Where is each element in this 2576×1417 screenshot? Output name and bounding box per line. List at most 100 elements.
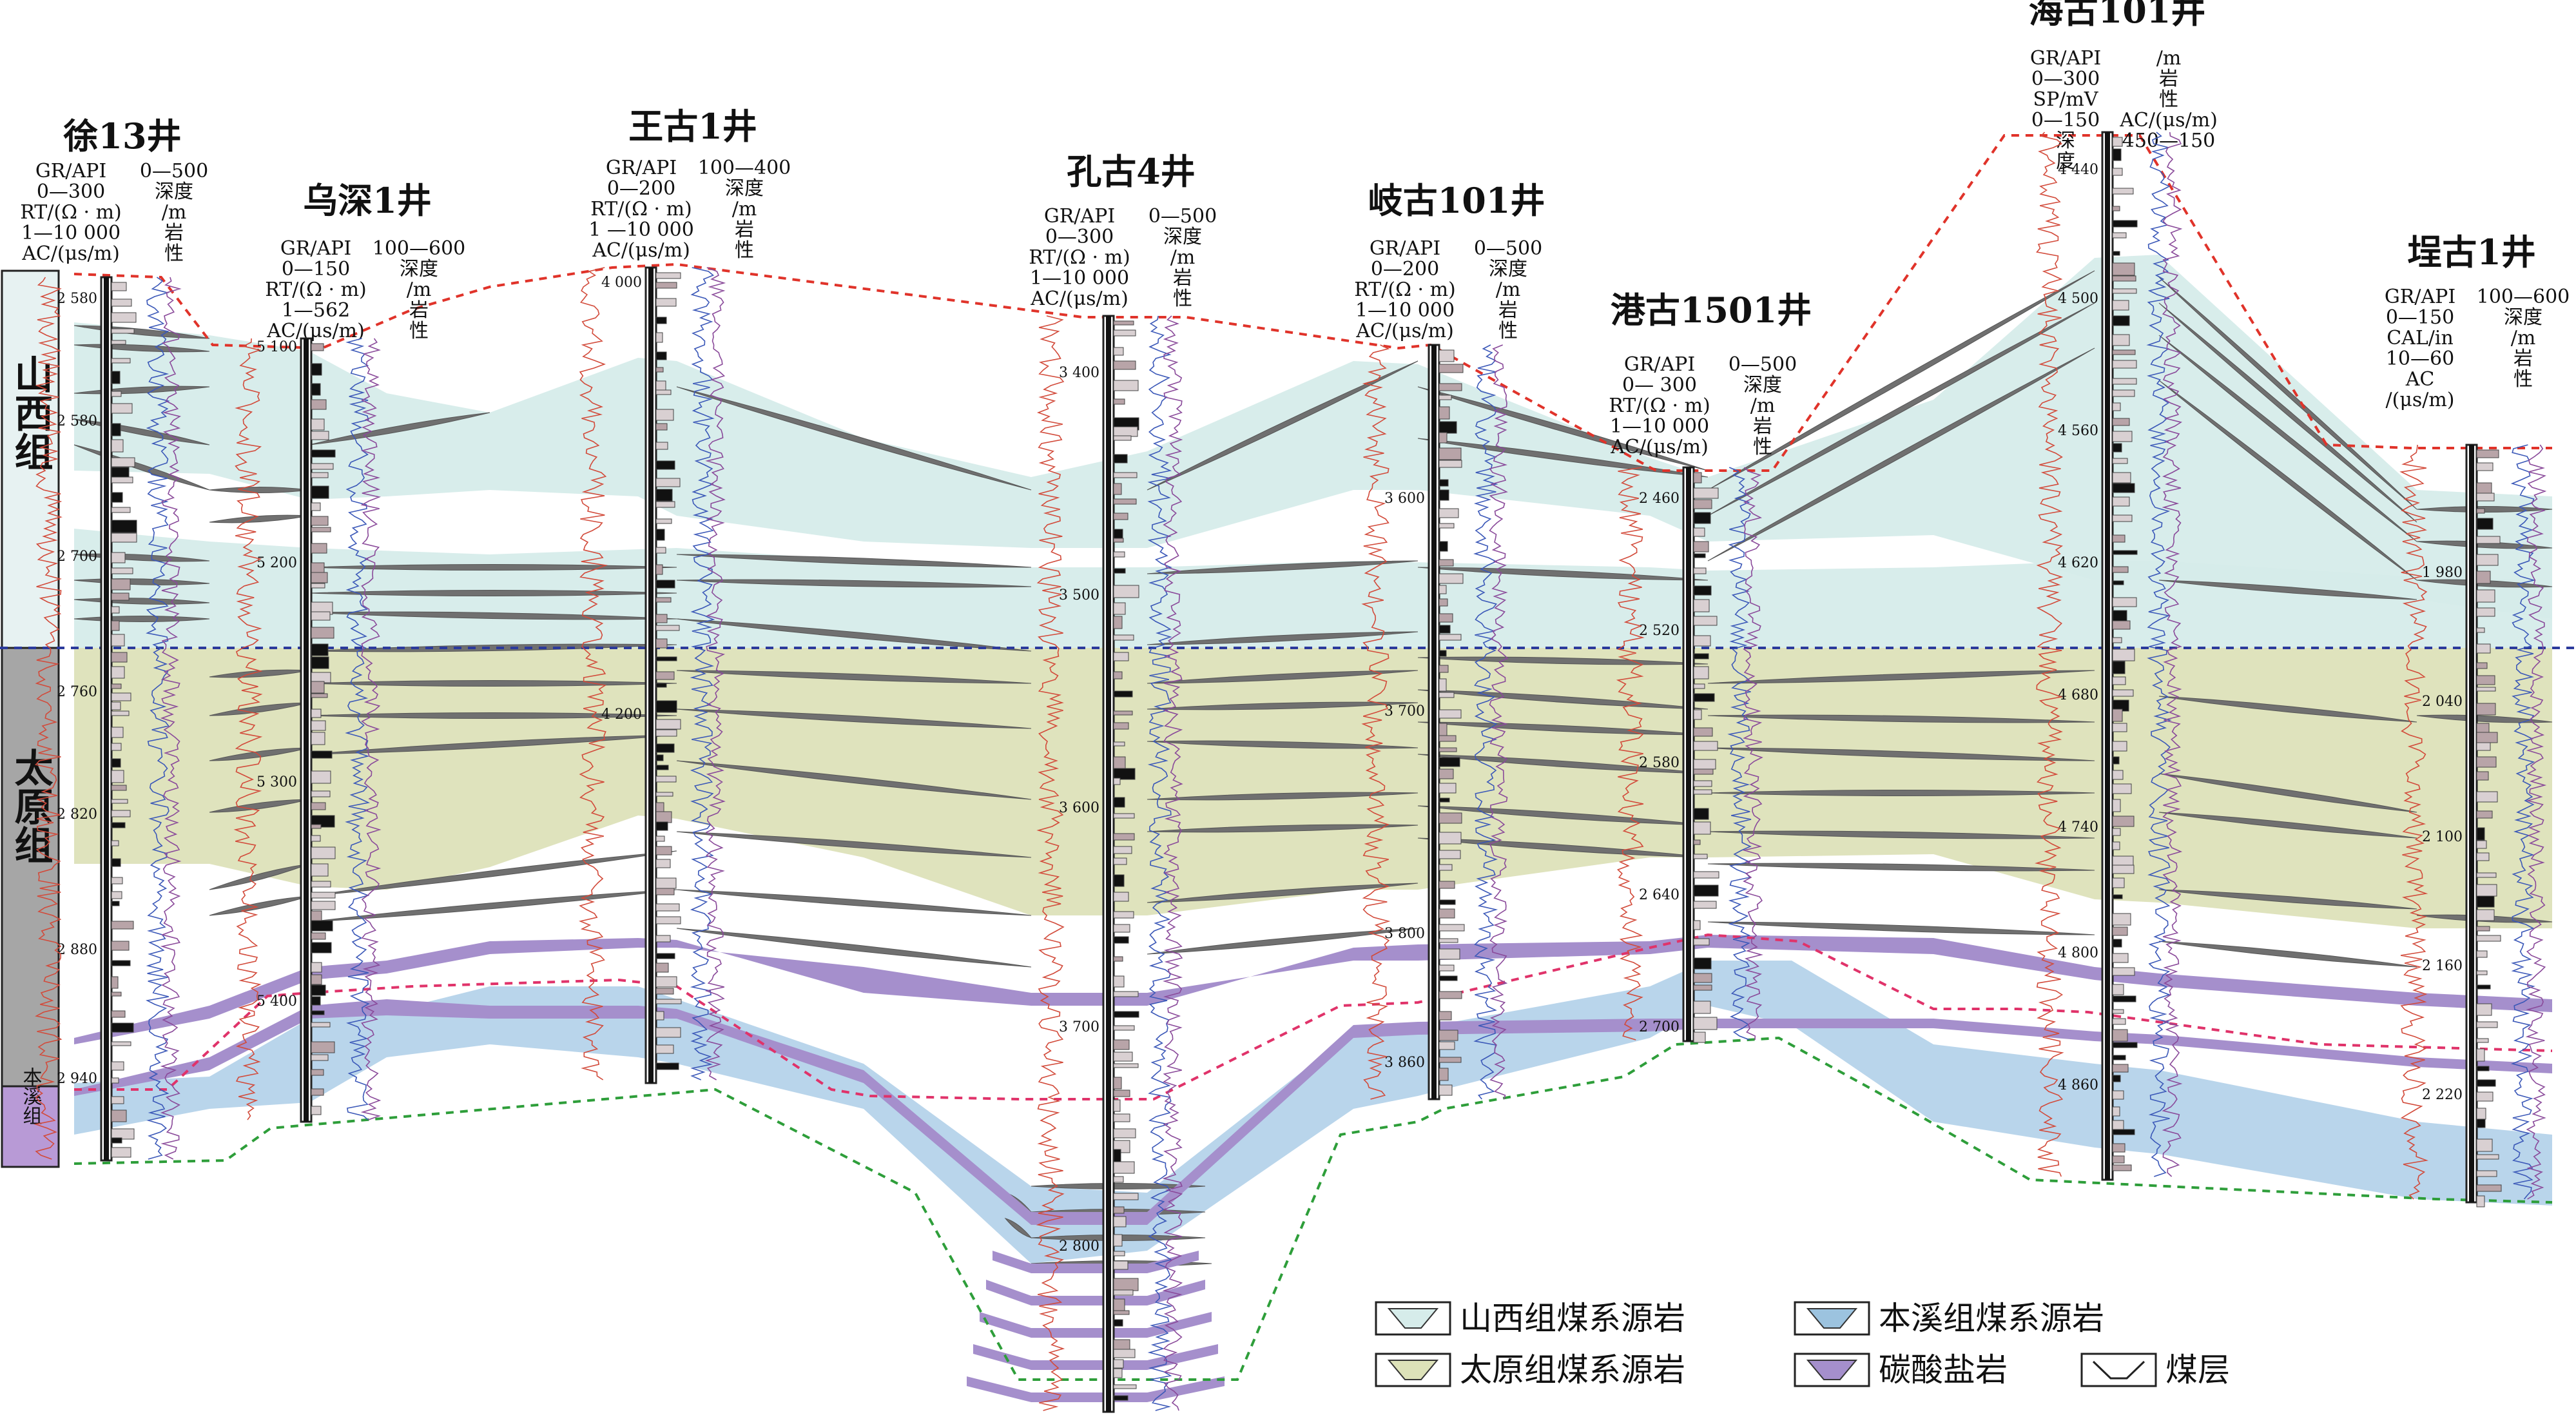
well-header-text: RT/(Ω · m)	[1609, 395, 1710, 417]
lithology-block	[111, 533, 137, 543]
gr-curve	[1036, 315, 1065, 1411]
lithology-block	[2476, 909, 2495, 921]
well-header-text: 10—60	[2386, 347, 2454, 370]
lithology-block	[1693, 938, 1710, 946]
lithology-block	[311, 708, 322, 718]
lithology-block	[1113, 1161, 1135, 1174]
depth-label: 4 440	[2058, 162, 2098, 178]
lithology-block	[655, 597, 672, 603]
lithology-block	[2112, 566, 2129, 573]
lithology-block	[311, 910, 322, 921]
lithology-block	[1438, 899, 1456, 905]
lithology-block	[2112, 894, 2123, 899]
coal-seam	[1707, 747, 2095, 761]
lithology-block	[2476, 840, 2487, 849]
lithology-block	[1438, 964, 1455, 972]
coal-seam	[1707, 670, 2095, 684]
lithology-block	[2112, 939, 2122, 948]
lithology-block	[311, 1106, 322, 1115]
legend-label-shanxi: 山西组煤系源岩	[1460, 1300, 1685, 1337]
legend-item-carbonate: 碳酸盐岩	[1794, 1351, 2008, 1389]
well-header-text: GR/API	[1044, 205, 1115, 228]
lithology-block	[2476, 810, 2493, 819]
coal-seam	[676, 386, 1032, 491]
lithology-block	[1438, 908, 1455, 919]
lithology-block	[1693, 599, 1710, 612]
lithology-block	[2112, 1106, 2120, 1117]
lithology-block	[111, 770, 124, 783]
lithology-block	[1693, 635, 1711, 647]
rt-curve	[1473, 344, 1498, 1100]
lithology-block	[1113, 1289, 1134, 1296]
coal-seam	[309, 564, 677, 571]
well-header-text: 1—10 000	[21, 222, 121, 244]
lithology-block	[1113, 347, 1124, 356]
lithology-block	[655, 547, 666, 554]
lithology-block	[655, 765, 669, 770]
top-dashed-line	[73, 134, 2552, 472]
lithology-block	[1693, 683, 1705, 689]
lithology-block	[111, 567, 133, 574]
lithology-block	[111, 1022, 134, 1033]
lithology-block	[2112, 953, 2129, 963]
lithology-block	[1693, 1017, 1718, 1030]
depth-label: 4 500	[2058, 291, 2098, 307]
well-header-text: 1—10 000	[1610, 415, 1709, 438]
legend-item-benxi: 本溪组煤系源岩	[1794, 1300, 2104, 1337]
lithology-block	[1113, 513, 1128, 520]
lithology-block	[2476, 1195, 2485, 1207]
carbonate-band	[986, 1280, 1205, 1305]
lithology-block	[2476, 493, 2495, 502]
lithology-block	[1693, 487, 1719, 499]
lithology-block	[1113, 1193, 1139, 1200]
lithology-block	[1113, 426, 1138, 437]
well-header-text: GR/API	[606, 157, 677, 179]
well-header-text: 0—150	[2386, 306, 2454, 329]
lithology-block	[1438, 349, 1455, 362]
lithology-block	[655, 625, 680, 631]
lithology-block	[1693, 709, 1702, 720]
lithology-block	[1693, 884, 1719, 897]
lithology-block	[311, 996, 321, 1006]
ac-curve	[704, 267, 726, 1080]
lithology-block	[2112, 1055, 2126, 1060]
well-header-text: GR/API	[1370, 237, 1440, 260]
lithology-block	[111, 710, 130, 716]
lithology-block	[111, 758, 121, 768]
lithology-block	[2112, 1143, 2126, 1153]
legend-label-carbonate: 碳酸盐岩	[1879, 1351, 2008, 1389]
well-header-text: 性	[1753, 436, 1772, 458]
lithology-block	[1113, 1025, 1135, 1031]
coal-seam	[2158, 302, 2417, 523]
well-header-text: 0—500	[1148, 205, 1217, 228]
lithology-block	[2476, 703, 2496, 716]
ac-curve	[160, 277, 182, 1160]
lithology-block	[2112, 676, 2126, 685]
lithology-block	[1113, 1216, 1127, 1227]
lithology-block	[311, 527, 331, 533]
lithology-block	[1438, 812, 1462, 824]
lithology-block	[2112, 708, 2123, 722]
well-header-text: GR/API	[2030, 47, 2101, 70]
lithology-block	[2112, 148, 2122, 161]
lithology-block	[2112, 741, 2127, 752]
lithology-block	[1693, 741, 1718, 751]
well-7: 海古101井GR/API0—300SP/mV0—150深度/m岩性AC/(μs/…	[2029, 0, 2218, 1181]
lithology-block	[2112, 1164, 2132, 1171]
well-header-text: 性	[409, 320, 429, 342]
depth-label: 2 220	[2422, 1087, 2463, 1103]
lithology-block	[111, 960, 131, 966]
lithology-block	[111, 520, 137, 533]
lithology-block	[2476, 536, 2501, 544]
lithology-block	[311, 1041, 335, 1053]
lithology-block	[655, 1027, 681, 1038]
lithology-block	[311, 681, 325, 694]
lithology-block	[2112, 402, 2121, 411]
depth-label: 2 800	[1059, 1238, 1099, 1255]
